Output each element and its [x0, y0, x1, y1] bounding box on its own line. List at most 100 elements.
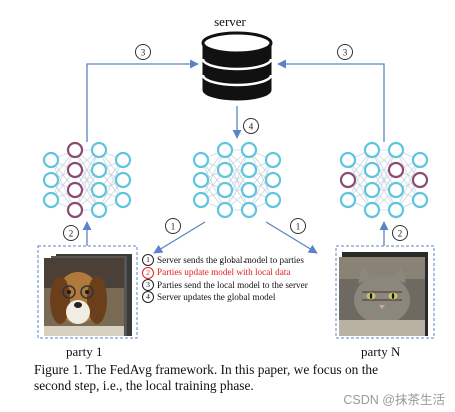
- svg-text:4: 4: [249, 121, 254, 131]
- svg-text:3: 3: [141, 47, 146, 57]
- nn-node: [192, 171, 210, 189]
- nn-node: [66, 161, 84, 179]
- nn-edge: [98, 159, 124, 211]
- legend-text: Parties send the local model to the serv…: [157, 279, 308, 290]
- nn-node: [90, 201, 108, 219]
- neural-network-global: [192, 141, 282, 219]
- step-marker-2-left: 2: [63, 225, 79, 241]
- legend-number: 4: [142, 291, 154, 304]
- step-marker-3-right: 3: [337, 44, 353, 60]
- svg-text:2: 2: [398, 228, 403, 238]
- step-markers: 3 3 4 1 1 2 2: [63, 44, 408, 241]
- party-1-data-box: [37, 245, 138, 339]
- watermark: CSDN @抹茶生活: [343, 393, 445, 407]
- nn-node: [114, 151, 132, 169]
- arrow-step1-right: [265, 221, 318, 254]
- step-marker-1-left: 1: [165, 218, 181, 234]
- nn-node: [192, 191, 210, 209]
- legend-item-2: 2 Parties update model with local data: [142, 266, 342, 279]
- legend-number: 1: [142, 254, 154, 267]
- nn-node: [264, 151, 282, 169]
- steps-legend: 1 Server sends the global model to parti…: [142, 254, 342, 304]
- step-marker-2-right: 2: [392, 225, 408, 241]
- nn-node: [114, 191, 132, 209]
- nn-node: [42, 191, 60, 209]
- nn-node: [90, 161, 108, 179]
- nn-node: [42, 171, 60, 189]
- nn-node: [240, 141, 258, 159]
- figure-caption: Figure 1. The FedAvg framework. In this …: [34, 362, 444, 394]
- legend-item-4: 4 Server updates the global model: [142, 291, 342, 304]
- legend-text: Parties update model with local data: [157, 267, 291, 278]
- nn-node: [216, 161, 234, 179]
- step-marker-1-right: 1: [290, 218, 306, 234]
- arrow-step3-left: [86, 59, 199, 142]
- arrow-step1-left: [153, 221, 206, 254]
- server-label: server: [214, 14, 246, 29]
- nn-node: [264, 191, 282, 209]
- party-n-label: party N: [361, 344, 401, 359]
- caption-line-1: Figure 1. The FedAvg framework. In this …: [34, 362, 379, 377]
- svg-text:2: 2: [69, 228, 74, 238]
- nn-node: [411, 171, 429, 189]
- caption-line-2: second step, i.e., the local training ph…: [34, 378, 254, 393]
- party-1-label: party 1: [66, 344, 103, 359]
- arrow-step3-right: [277, 59, 385, 142]
- cat-image: [339, 257, 425, 336]
- nn-edge: [74, 149, 100, 211]
- step-marker-3-left: 3: [135, 44, 151, 60]
- svg-text:3: 3: [343, 47, 348, 57]
- nn-node: [411, 151, 429, 169]
- nn-node: [387, 201, 405, 219]
- nn-node: [90, 181, 108, 199]
- nn-edge: [248, 159, 274, 211]
- legend-number: 2: [142, 266, 154, 279]
- nn-node: [42, 151, 60, 169]
- nn-node: [411, 191, 429, 209]
- nn-edge: [347, 149, 373, 201]
- legend-number: 3: [142, 279, 154, 292]
- nn-node: [66, 141, 84, 159]
- neural-network-party-n: [339, 141, 429, 219]
- legend-text: Server updates the global model: [157, 292, 276, 303]
- nn-edge: [50, 149, 76, 201]
- nn-node: [339, 151, 357, 169]
- legend-item-1: 1 Server sends the global model to parti…: [142, 254, 342, 267]
- nn-node: [216, 181, 234, 199]
- neural-network-party-1: [42, 141, 132, 219]
- nn-node: [264, 171, 282, 189]
- party-n-data-box: [335, 245, 435, 339]
- nn-node: [216, 141, 234, 159]
- nn-node: [240, 181, 258, 199]
- nn-node: [387, 181, 405, 199]
- nn-node: [66, 181, 84, 199]
- nn-node: [240, 161, 258, 179]
- nn-node: [90, 141, 108, 159]
- nn-edge: [200, 149, 226, 201]
- nn-edge: [224, 149, 250, 211]
- svg-text:1: 1: [296, 221, 301, 231]
- nn-node: [192, 151, 210, 169]
- nn-node: [363, 201, 381, 219]
- nn-edge: [371, 149, 397, 211]
- svg-text:1: 1: [171, 221, 176, 231]
- nn-edge: [395, 159, 421, 211]
- nn-node: [363, 161, 381, 179]
- flow-arrows: [82, 59, 389, 254]
- nn-node: [114, 171, 132, 189]
- legend-item-3: 3 Parties send the local model to the se…: [142, 279, 342, 292]
- nn-node: [363, 181, 381, 199]
- nn-node: [240, 201, 258, 219]
- nn-node: [339, 171, 357, 189]
- nn-node: [387, 161, 405, 179]
- nn-node: [339, 191, 357, 209]
- dog-image: [44, 258, 124, 336]
- server-database-icon: [201, 31, 273, 101]
- nn-node: [363, 141, 381, 159]
- nn-node: [387, 141, 405, 159]
- step-marker-4: 4: [243, 118, 259, 134]
- nn-node: [216, 201, 234, 219]
- nn-node: [66, 201, 84, 219]
- ellipsis: · · ·: [219, 254, 249, 269]
